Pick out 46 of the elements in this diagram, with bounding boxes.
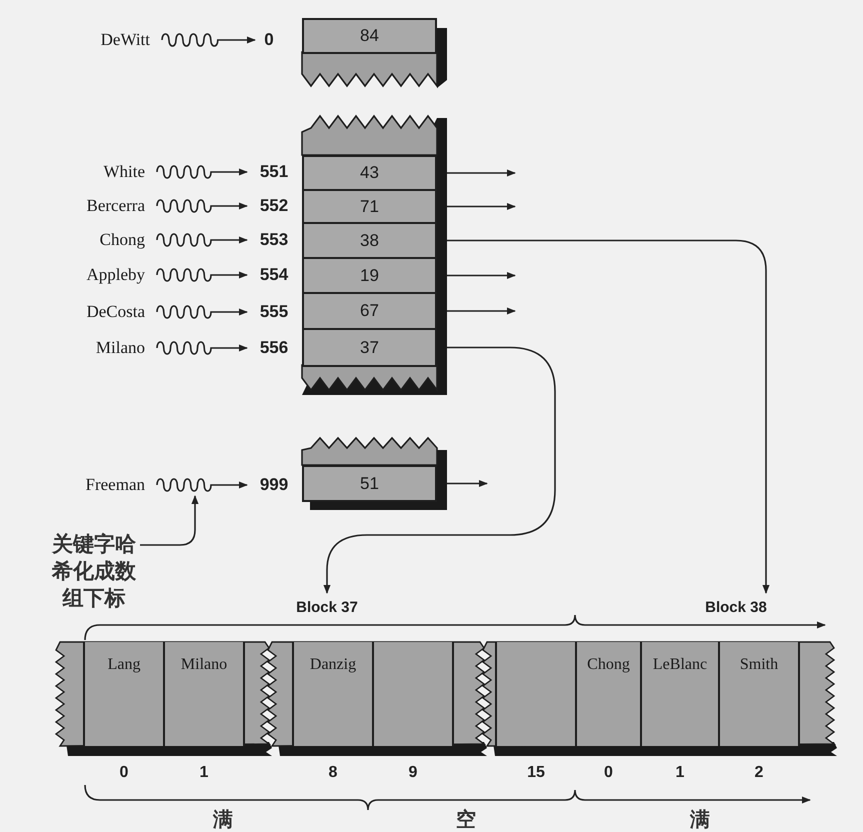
arrow [447, 307, 516, 315]
index-label: 556 [250, 336, 298, 360]
block-label: Block 37 [288, 597, 366, 617]
brace-label: 满 [690, 806, 710, 832]
block-label: Block 38 [696, 597, 776, 617]
arrow [447, 240, 770, 594]
callout-text: 关键字哈希化成数组下标 [46, 530, 142, 612]
array-cell: 51 [302, 465, 437, 502]
index-label: 551 [250, 160, 298, 184]
key-label: DeCosta [30, 300, 145, 324]
key-label: Freeman [30, 473, 145, 497]
array-cell: 71 [302, 189, 437, 224]
array-cell: 19 [302, 257, 437, 294]
arrow [447, 169, 516, 177]
index-label: 9 [408, 764, 418, 782]
index-label: 0 [603, 764, 614, 782]
key-label: Chong [30, 228, 145, 252]
index-label: 2 [754, 764, 764, 782]
arrow [447, 202, 516, 210]
key-label: White [30, 160, 145, 184]
arrow [447, 272, 516, 280]
key-label: Milano [30, 336, 145, 360]
index-label: 1 [198, 764, 210, 782]
index-label: 1 [674, 764, 686, 782]
leader-line [140, 495, 199, 546]
index-label: 15 [526, 764, 546, 782]
index-label: 8 [328, 764, 338, 782]
array-cell: 84 [302, 18, 437, 54]
array-cell: 37 [302, 328, 437, 367]
index-label: 0 [118, 764, 130, 782]
index-label: 999 [250, 473, 298, 497]
index-label: 555 [250, 300, 298, 324]
array-cell: 67 [302, 292, 437, 330]
key-label: Appleby [30, 263, 145, 287]
array-cell: 38 [302, 222, 437, 259]
arrow [447, 480, 488, 488]
key-label: DeWitt [30, 28, 150, 52]
index-label: 0 [258, 28, 280, 52]
key-label: Bercerra [30, 194, 145, 218]
index-label: 554 [250, 263, 298, 287]
arrow [323, 346, 556, 594]
index-label: 552 [250, 194, 298, 218]
index-label: 553 [250, 228, 298, 252]
brace-label: 空 [456, 806, 476, 832]
array-cell: 43 [302, 155, 437, 191]
brace-label: 满 [213, 806, 233, 832]
